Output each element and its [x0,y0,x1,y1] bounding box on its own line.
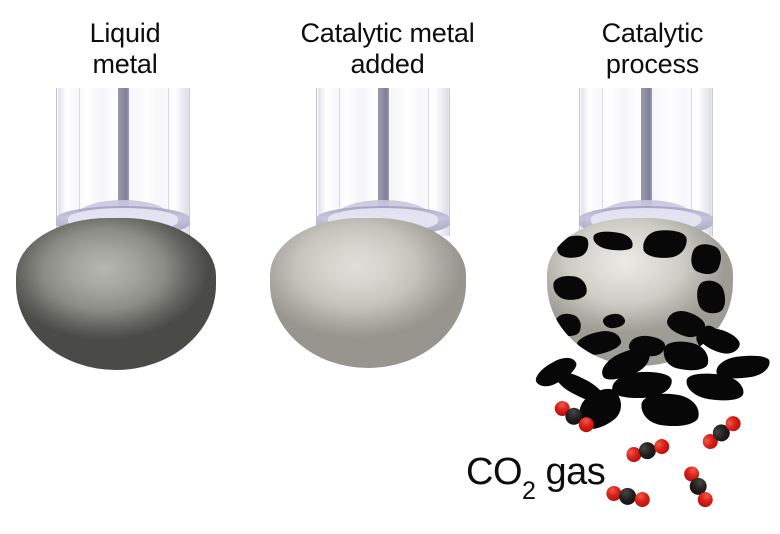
carbon-flake [602,313,626,329]
panel-catalytic-metal-added: Catalytic metal added [250,0,525,534]
panel-title-catalytic-process: Catalytic process [601,18,704,79]
carbon-flake [692,276,730,318]
carbon-flake [551,274,589,302]
panel-liquid-metal: Liquid metal [0,0,250,534]
co2-label-main: CO [466,451,523,493]
co2-label-suffix: gas [535,451,606,493]
co2-gas-label: CO2 gas [466,451,606,503]
carbon-flake [554,232,592,262]
liquid-metal-droplet [16,218,216,370]
co2-label-subscript: 2 [522,476,536,505]
inner-rod [118,88,129,222]
glass-tube-inner-wall [602,88,692,224]
oxygen-atom [633,490,652,509]
carbon-flake [686,239,726,279]
carbon-flake [552,311,584,339]
panel-title-catalytic-metal-added: Catalytic metal added [300,18,475,79]
catalytic-metal-droplet [270,218,466,368]
inner-rod [378,88,389,222]
panel-catalytic-process: Catalytic process [525,0,780,534]
carbon-flake [591,228,635,254]
glass-tube-inner-wall [79,88,169,224]
carbon-flake [575,328,623,358]
glass-tube-inner-wall [339,88,429,224]
carbon-flake [641,227,689,261]
panel-title-liquid-metal: Liquid metal [89,18,161,79]
inner-rod [641,88,652,222]
